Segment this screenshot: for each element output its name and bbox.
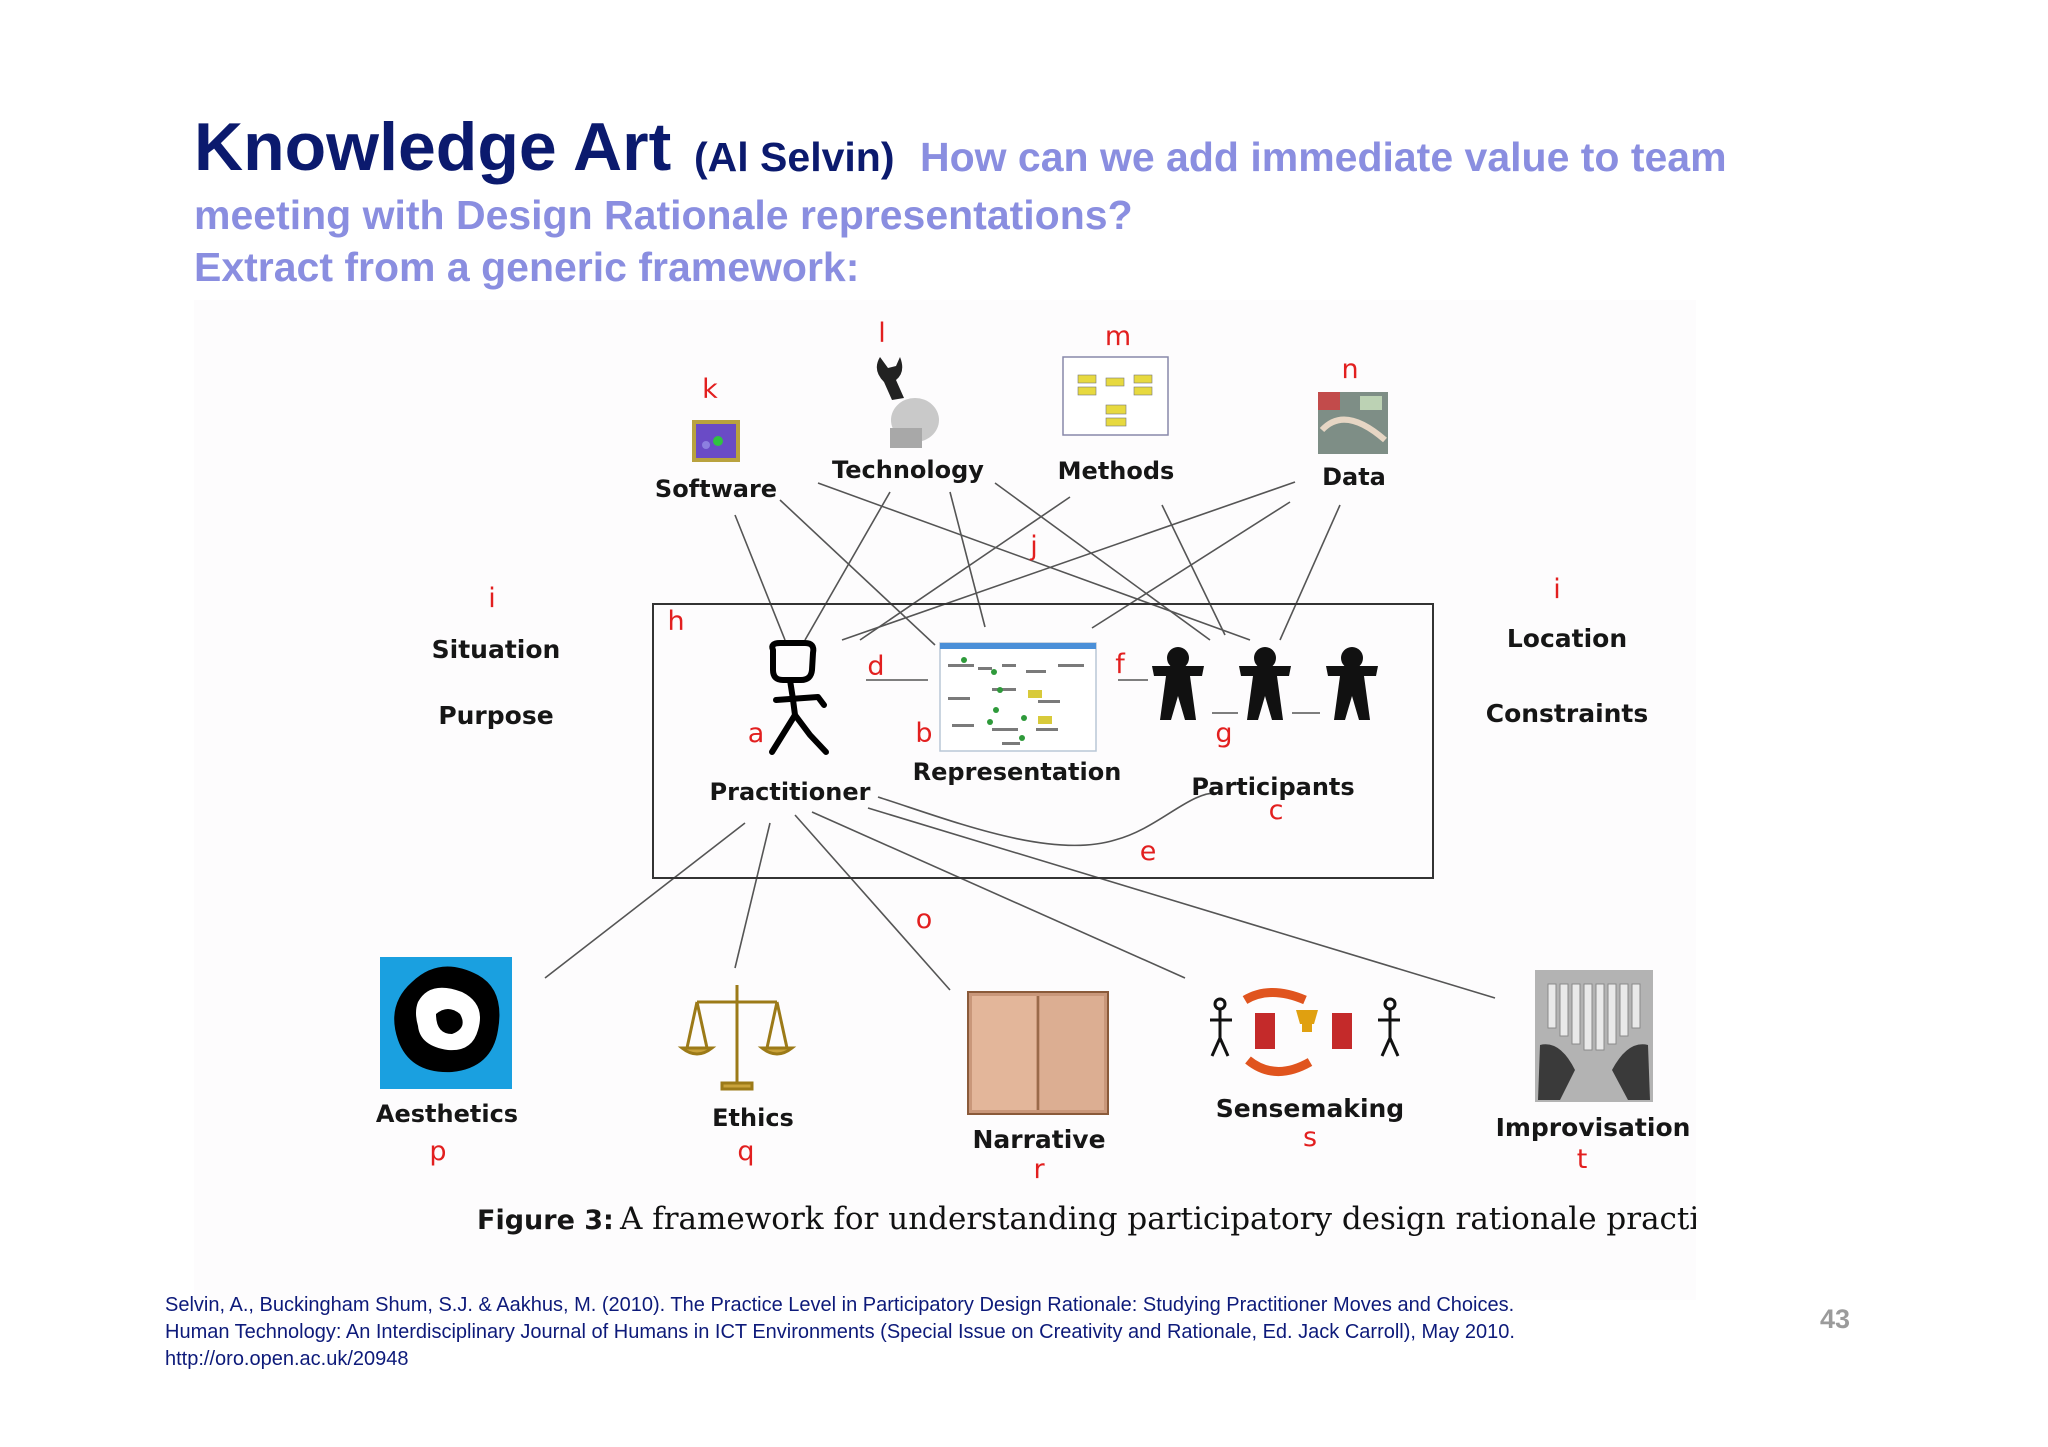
letter-i-left: i	[488, 583, 496, 614]
wrench-icon	[876, 357, 939, 448]
letter-j: j	[1029, 531, 1038, 562]
practitioner-figure	[769, 640, 829, 755]
reference-line-1: Selvin, A., Buckingham Shum, S.J. & Aakh…	[165, 1294, 1515, 1316]
question-line-3: Extract from a generic framework:	[194, 244, 860, 290]
participants-label: Participants	[1191, 773, 1354, 801]
people-group-icon	[1152, 647, 1378, 720]
framework-diagram: Software Technology Methods Data Situati…	[376, 318, 1696, 1237]
letter-i-right: i	[1553, 574, 1561, 605]
letter-m: m	[1105, 321, 1131, 352]
aesthetics-icon	[380, 957, 512, 1089]
software-label: Software	[655, 475, 777, 503]
flowchart-icon	[1062, 356, 1169, 436]
sensemaking-label: Sensemaking	[1216, 1094, 1404, 1123]
page-number: 43	[1820, 1304, 1851, 1334]
representation-diagram	[939, 642, 1097, 752]
technology-label: Technology	[832, 456, 984, 484]
constraints-label: Constraints	[1486, 699, 1649, 728]
letter-a: a	[748, 718, 765, 749]
data-label: Data	[1322, 463, 1386, 491]
letter-c: c	[1269, 795, 1284, 826]
question-line-2: meeting with Design Rationale representa…	[194, 192, 1133, 238]
purpose-label: Purpose	[438, 701, 553, 730]
hands-icon	[1535, 970, 1653, 1102]
reference-url[interactable]: http://oro.open.ac.uk/20948	[165, 1348, 409, 1370]
improvisation-label: Improvisation	[1496, 1113, 1691, 1142]
letter-p: p	[429, 1136, 446, 1167]
location-label: Location	[1507, 624, 1627, 653]
aesthetics-label: Aesthetics	[376, 1100, 518, 1128]
letter-g: g	[1215, 718, 1232, 749]
letter-o: o	[916, 904, 933, 935]
slide-author: (Al Selvin)	[694, 134, 895, 180]
core-box	[652, 603, 1434, 879]
figure-caption-label: Figure 3:	[477, 1205, 614, 1236]
letter-b: b	[915, 718, 932, 749]
letter-f: f	[1115, 649, 1126, 680]
framework-figure: Software Technology Methods Data Situati…	[194, 300, 1696, 1300]
slide-title: Knowledge Art	[194, 109, 672, 185]
letter-n: n	[1341, 354, 1358, 385]
question-line-1: How can we add immediate value to team	[920, 134, 1727, 180]
letter-h: h	[667, 606, 684, 637]
letter-q: q	[737, 1136, 754, 1167]
book-icon	[967, 991, 1109, 1115]
letter-l: l	[878, 318, 886, 349]
scales-icon	[677, 985, 797, 1091]
methods-label: Methods	[1058, 457, 1175, 485]
letter-k: k	[702, 374, 718, 405]
ethics-label: Ethics	[712, 1104, 794, 1132]
letter-s: s	[1303, 1122, 1317, 1153]
letter-r: r	[1033, 1154, 1045, 1185]
letter-d: d	[867, 651, 884, 682]
representation-label: Representation	[913, 758, 1122, 786]
letter-e: e	[1140, 836, 1157, 867]
software-icon	[692, 420, 740, 462]
situation-label: Situation	[432, 635, 561, 664]
data-icon	[1318, 392, 1388, 454]
reference-line-2: Human Technology: An Interdisciplinary J…	[165, 1321, 1515, 1343]
letter-t: t	[1577, 1144, 1588, 1175]
narrative-label: Narrative	[972, 1125, 1105, 1154]
sensemaking-icon	[1210, 988, 1400, 1076]
connector-lines	[544, 481, 1496, 999]
practitioner-label: Practitioner	[710, 778, 871, 806]
figure-caption-text: A framework for understanding participat…	[619, 1201, 1696, 1237]
